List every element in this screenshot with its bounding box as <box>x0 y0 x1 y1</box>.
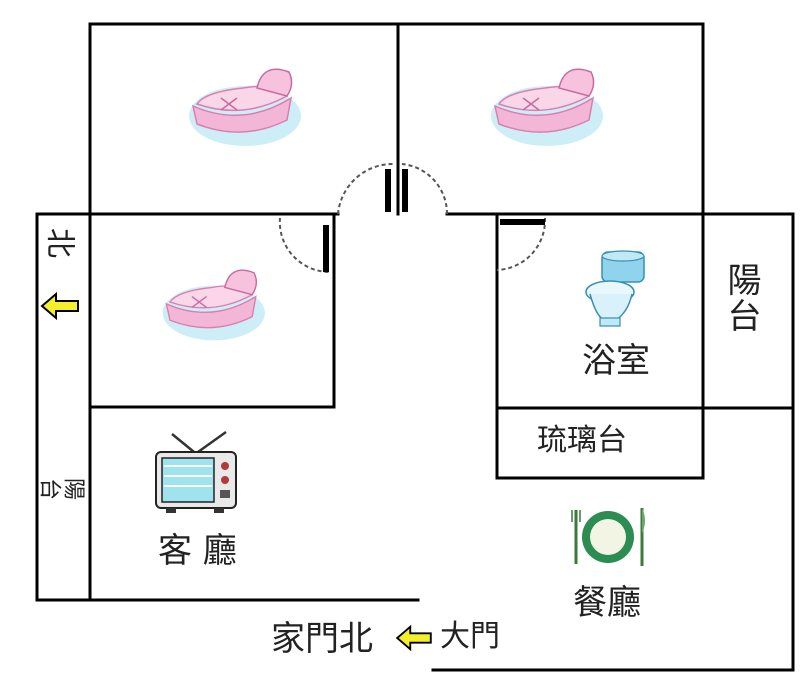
bathroom-label: 浴室 <box>582 341 650 381</box>
door-bedroom-2 <box>401 163 449 215</box>
glass-counter-label: 琉璃台 <box>537 423 627 458</box>
left-arrow-icon <box>395 624 432 652</box>
crib-icon-bedroom-2 <box>491 68 603 146</box>
crib-icon-bedroom-1 <box>189 68 301 146</box>
television-icon <box>155 430 237 513</box>
balcony-left-label: 陽台 <box>38 474 86 499</box>
dining-room-label: 餐廳 <box>573 583 641 623</box>
north-marker-label: 北 <box>42 228 77 258</box>
house-faces-north-label: 家門北 <box>271 619 373 659</box>
door-bedroom-1 <box>337 162 394 215</box>
main-door-label: 大門 <box>440 619 500 654</box>
crib-icon-bedroom-3 <box>162 269 265 341</box>
north-arrow-icon <box>40 291 79 321</box>
balcony-right-label: 陽台 <box>721 262 761 334</box>
toilet-icon <box>585 250 645 327</box>
door-bathroom <box>496 217 547 271</box>
door-bedroom-3 <box>278 217 331 274</box>
plate-fork-knife-icon <box>571 508 645 566</box>
living-room-label: 客 廳 <box>158 531 237 571</box>
